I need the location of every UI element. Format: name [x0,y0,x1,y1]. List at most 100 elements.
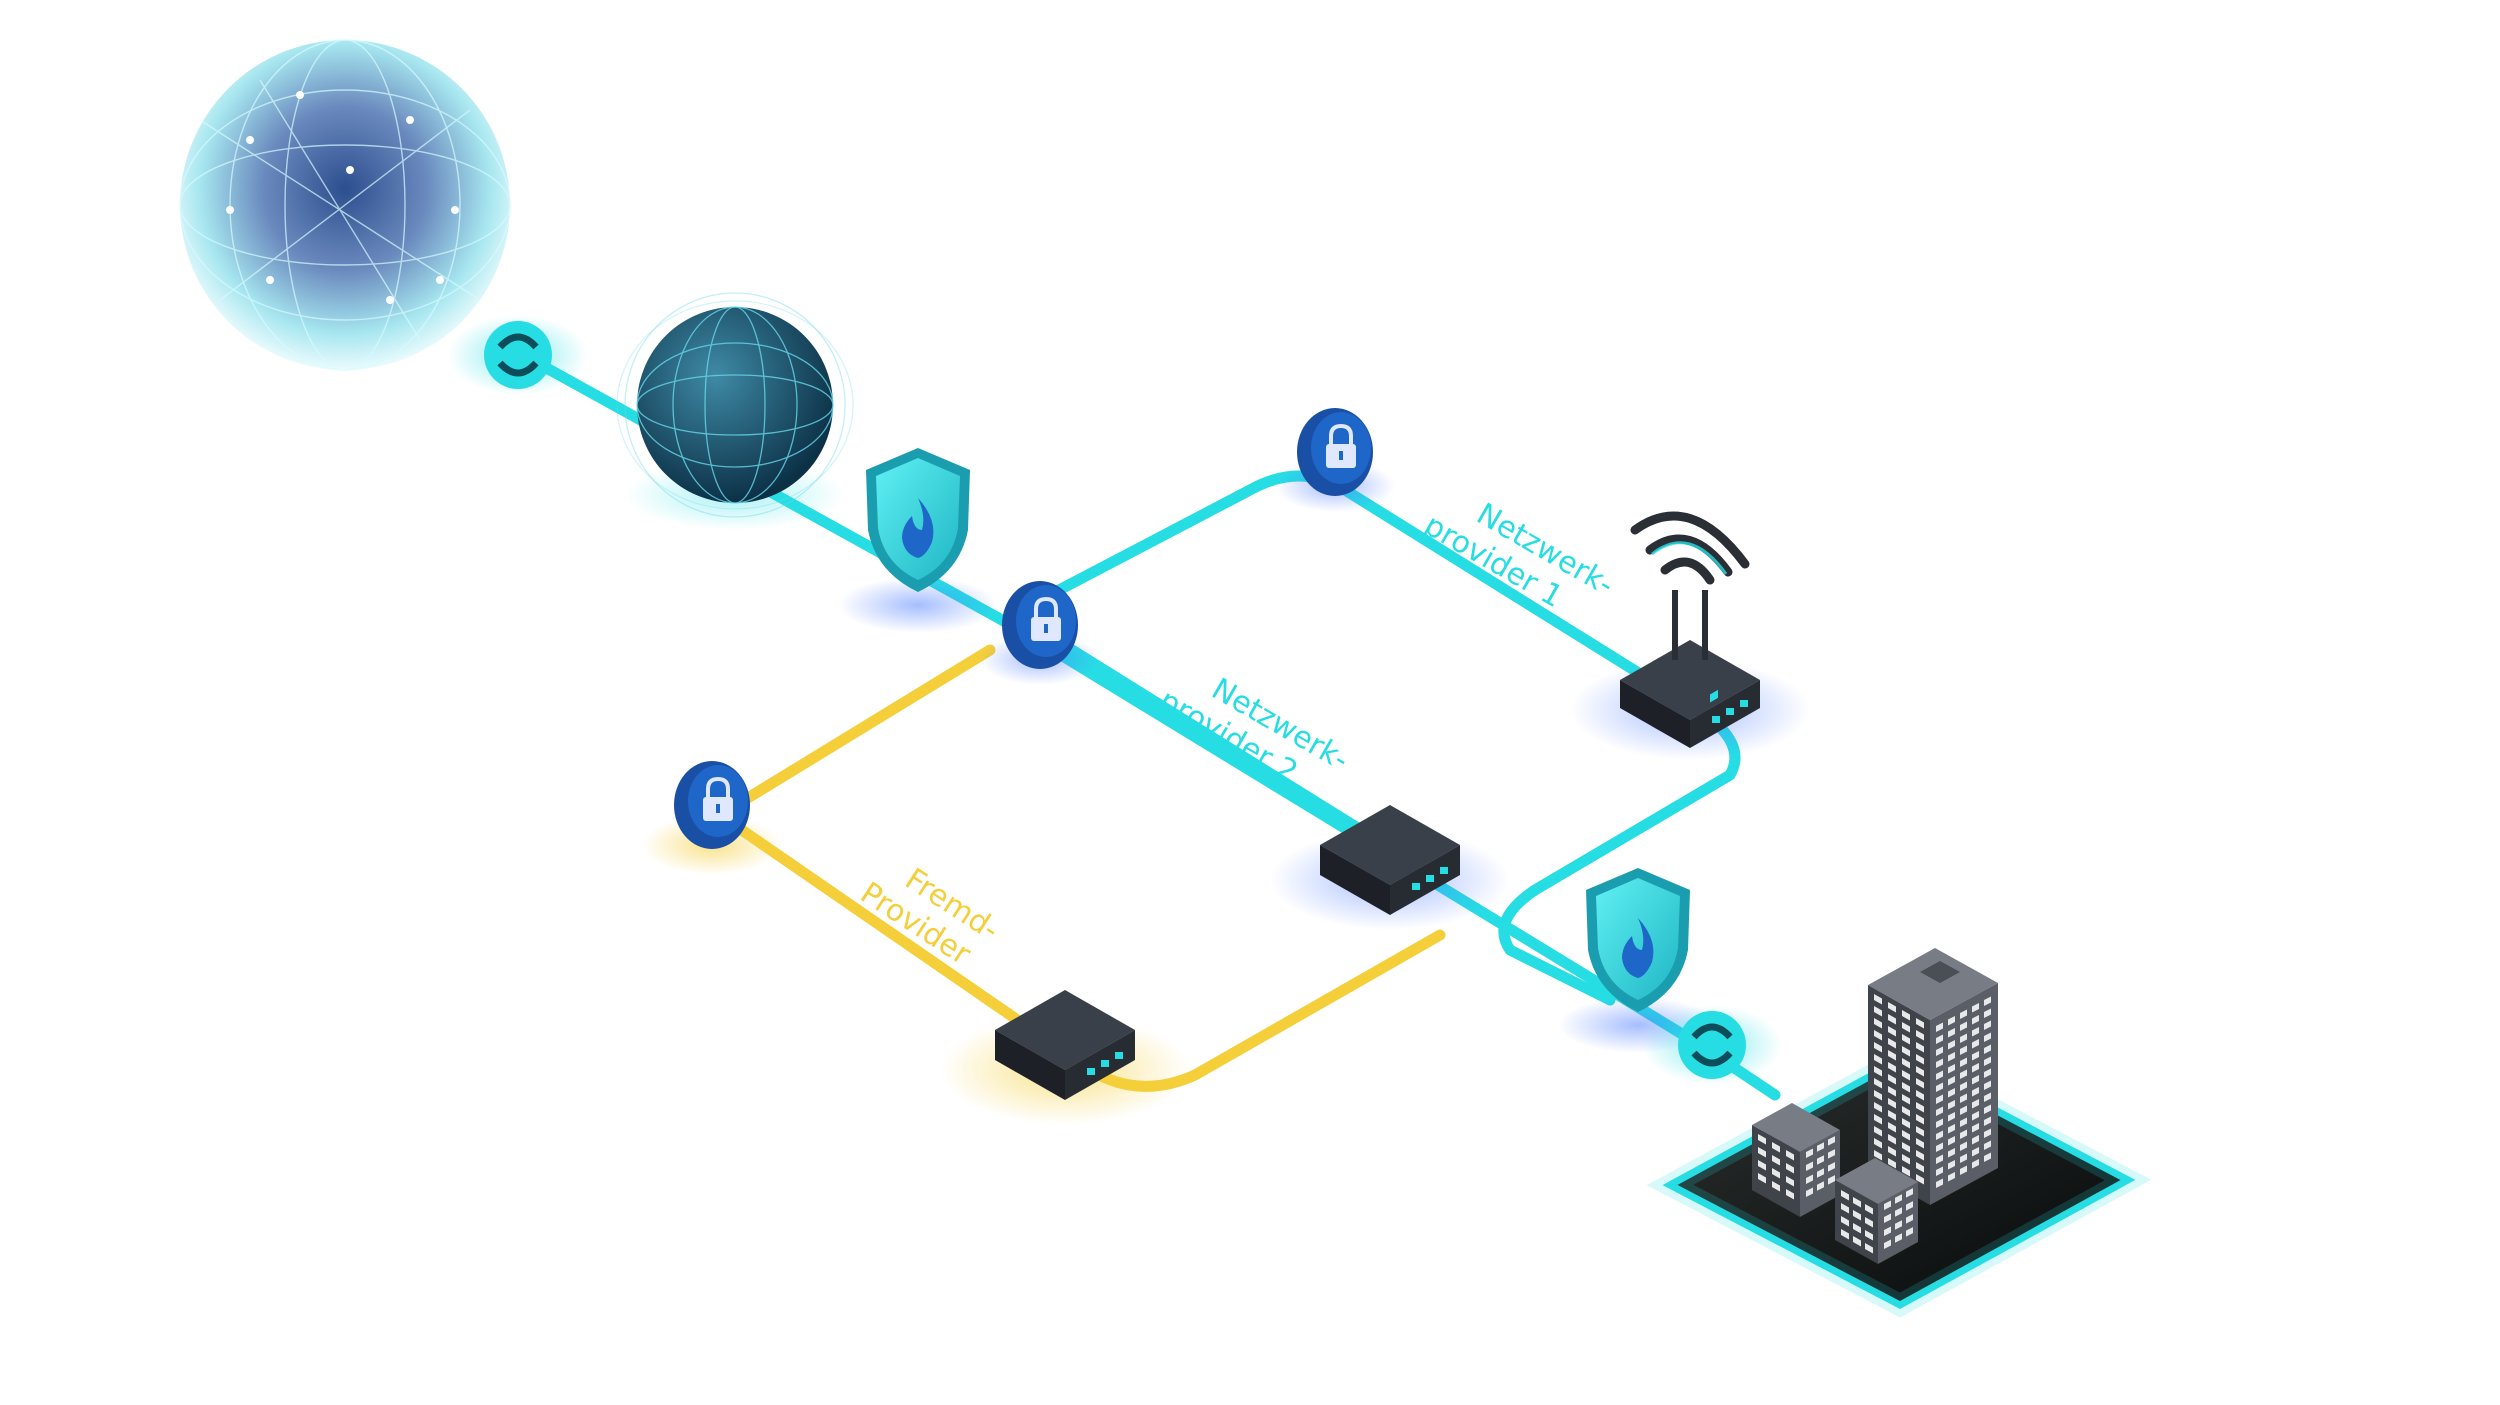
building-window [1902,1142,1910,1153]
building-window [1888,1062,1896,1073]
building-window [1888,1014,1896,1025]
building-window [1936,1142,1943,1152]
building-window [1874,1138,1882,1149]
building-window [1888,1158,1896,1169]
building-window [1916,1078,1924,1089]
building-window [1984,1044,1991,1054]
building-window [1960,1105,1967,1115]
building-window [1984,1056,1991,1066]
building-window [1916,1138,1924,1149]
building-window [1936,1154,1943,1164]
cable-connector-icon [497,333,539,377]
label-provider-1: Netzwerk- provider 1 [1418,497,1620,615]
building-window [1828,1136,1835,1146]
building-window [1817,1155,1824,1165]
building-window [1902,1130,1910,1141]
building-window [1948,1148,1955,1158]
building-window [1874,1102,1882,1113]
building-window [1902,1010,1910,1021]
building-window [1948,1136,1955,1146]
building-window [1916,1030,1924,1041]
building-window [1960,1141,1967,1151]
building-window [1895,1207,1902,1217]
building-window [1772,1142,1780,1153]
building-window [1936,1118,1943,1128]
building-window [1874,1018,1882,1029]
building-window [1972,1075,1979,1085]
building-window [1841,1190,1849,1201]
building-window [1936,1130,1943,1140]
building-window [1888,1026,1896,1037]
building-window [1874,1114,1882,1125]
building-window [1902,1118,1910,1129]
padlock-node-provider-1 [1275,408,1395,512]
building-window [1972,1063,1979,1073]
building-window [1888,1122,1896,1133]
building-window [1758,1173,1766,1184]
building-window [1948,1124,1955,1134]
building-window [1972,1111,1979,1121]
padlock-icon [703,776,733,821]
building-window [1865,1204,1873,1215]
building-window [1772,1168,1780,1179]
building-window [1884,1200,1891,1210]
building-window [1984,1140,1991,1150]
building-window [1888,1038,1896,1049]
building-window [1841,1216,1849,1227]
building-window [1948,1052,1955,1062]
building-window [1906,1188,1913,1198]
building-window [1936,1106,1943,1116]
building-window [1828,1175,1835,1185]
building-window [1817,1142,1824,1152]
shield-flame-icon [876,458,960,580]
building-window [1960,1081,1967,1091]
label-provider-2: Netzwerk- provider 2 [1153,672,1355,790]
building-window [1786,1150,1794,1161]
building-window [1960,1009,1967,1019]
building-window [1972,1027,1979,1037]
padlock-icon [1326,423,1356,468]
building-window [1853,1210,1861,1221]
building-window [1902,1058,1910,1069]
building-window [1972,1087,1979,1097]
building-window [1936,1082,1943,1092]
building-window [1888,1074,1896,1085]
building-window [1948,1064,1955,1074]
building-window [1916,1054,1924,1065]
building-window [1902,1166,1910,1177]
building-window [1888,1002,1896,1013]
building-window [1916,1174,1924,1185]
building-window [1948,1100,1955,1110]
building-window [1916,1162,1924,1173]
building-window [1948,1076,1955,1086]
building-window [1828,1162,1835,1172]
building-window [1984,1080,1991,1090]
building-window [1884,1213,1891,1223]
building-window [1902,1094,1910,1105]
building-window [1960,1165,1967,1175]
building-window [1902,1154,1910,1165]
building-window [1906,1227,1913,1237]
building-window [1972,1159,1979,1169]
router-box-icon [1390,845,1460,915]
building-window [1895,1233,1902,1243]
building-window [1972,1003,1979,1013]
building-window [1884,1239,1891,1249]
building-window [1817,1181,1824,1191]
building-window [1936,1022,1943,1032]
padlock-node-external [642,761,782,875]
building-window [1960,1033,1967,1043]
wireless-router [1570,511,1810,760]
building-window [1948,1040,1955,1050]
building-window [1936,1094,1943,1104]
building-window [1906,1214,1913,1224]
building-window [1888,1050,1896,1061]
building-window [1865,1230,1873,1241]
building-window [1884,1226,1891,1236]
building-window [1888,1134,1896,1145]
building-window [1936,1070,1943,1080]
building-window [1888,1110,1896,1121]
wireframe-sphere-icon [637,307,833,503]
router-status-lights [1412,867,1448,890]
building-window [1806,1187,1813,1197]
